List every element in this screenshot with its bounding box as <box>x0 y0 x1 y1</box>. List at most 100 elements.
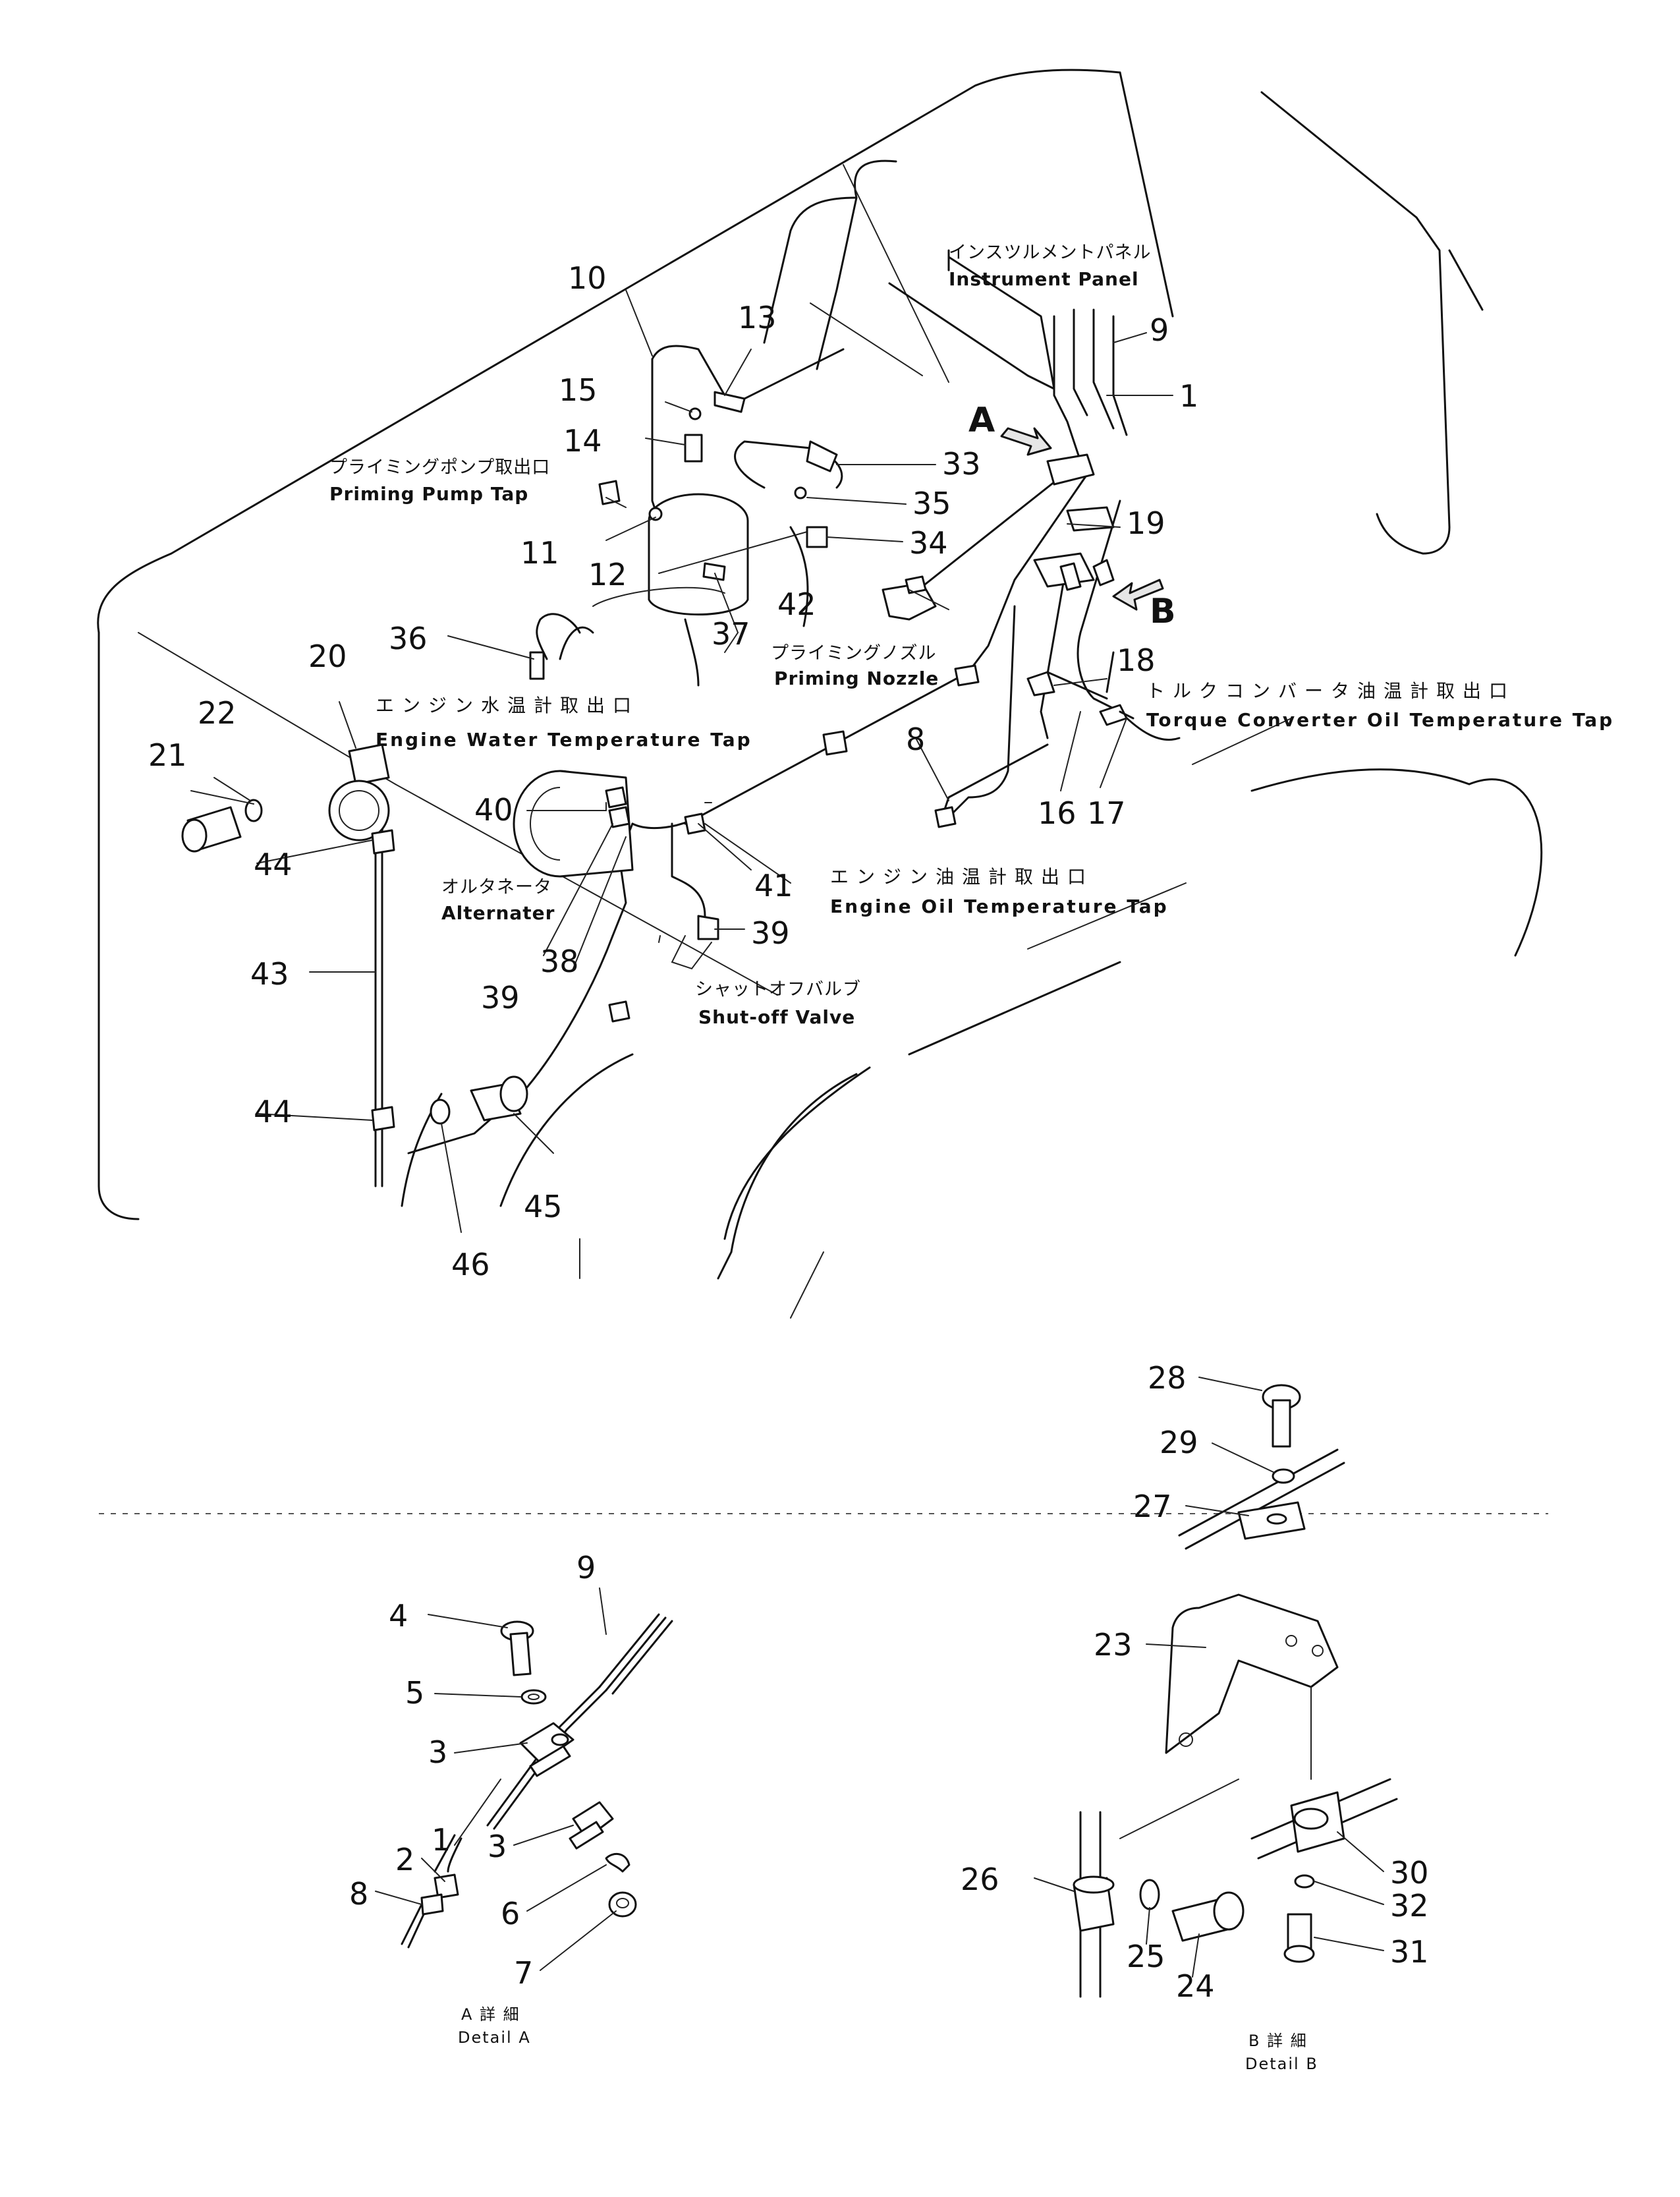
part-number-32: 32 <box>1390 1888 1429 1924</box>
part-number-3-lower: 3 <box>488 1829 507 1864</box>
label-view-a: A <box>968 401 995 440</box>
part-41-joint <box>684 813 706 835</box>
part-number-21: 21 <box>148 737 187 773</box>
part-36-wire <box>536 613 581 660</box>
label-shutoff-valve-jp: シャットオフバルブ <box>695 979 861 1000</box>
part-number-41: 41 <box>754 868 793 903</box>
part-18-clamp <box>1026 671 1055 697</box>
part-number-42: 42 <box>777 586 816 622</box>
part-number-27: 27 <box>1133 1489 1172 1524</box>
part-42-fitting <box>905 575 927 594</box>
part-number-23: 23 <box>1094 1627 1133 1663</box>
part-number-6: 6 <box>501 1896 520 1931</box>
part-number-20: 20 <box>308 639 347 674</box>
part-number-9: 9 <box>1150 312 1169 348</box>
main-bracket-inner <box>1059 562 1082 591</box>
machine-body-outline <box>97 69 1543 1319</box>
part-33-clamp <box>806 440 838 472</box>
part-number-31: 31 <box>1390 1934 1429 1970</box>
detail-b-drawing <box>1073 1384 1398 1998</box>
part-number-33: 33 <box>942 446 981 482</box>
label-alternator-en: Alternater <box>441 902 555 924</box>
part-21-bolt-head <box>181 818 208 853</box>
part-number-38: 38 <box>540 944 579 979</box>
part-number-4: 4 <box>389 1598 408 1634</box>
shutoff-valve-lever <box>671 935 712 970</box>
part-number-8: 8 <box>906 722 925 757</box>
label-torque-converter-en: Torque Converter Oil Temperature Tap <box>1146 709 1614 731</box>
part-number-39-left: 39 <box>481 980 520 1015</box>
gauge-tubes <box>374 249 1181 1187</box>
label-engine-water-temp-jp: エンジン水温計取出口 <box>376 695 639 716</box>
label-engine-water-temp-en: Engine Water Temperature Tap <box>376 729 752 751</box>
part-44-clamp-upper <box>371 829 395 855</box>
part-number-40: 40 <box>474 792 513 828</box>
part-number-16: 16 <box>1038 795 1077 831</box>
line-clamp-1 <box>954 664 980 687</box>
part-number-36: 36 <box>389 621 428 656</box>
part-number-15: 15 <box>559 372 598 408</box>
label-shutoff-valve-en: Shut-off Valve <box>698 1006 855 1028</box>
label-priming-nozzle-en: Priming Nozzle <box>774 668 939 689</box>
part-46-washer <box>430 1098 451 1125</box>
part-35-washer <box>794 486 807 499</box>
part-number-1: 1 <box>1179 378 1198 414</box>
part-34-nut <box>806 526 828 548</box>
part-22-washer <box>244 799 263 822</box>
part-number-44-lower: 44 <box>254 1094 293 1129</box>
detail-a-leaders <box>375 1587 617 1971</box>
part-number-46: 46 <box>451 1247 490 1282</box>
part-19-block-mid <box>1066 506 1115 532</box>
part-20-horn <box>328 780 390 842</box>
part-number-18: 18 <box>1117 642 1156 678</box>
part-number-43: 43 <box>250 956 289 992</box>
part-number-37: 37 <box>712 616 750 652</box>
part-13-clamp <box>714 391 746 413</box>
part-number-labels: 10 13 15 14 11 12 9 1 33 35 34 19 42 37 … <box>148 260 1429 2004</box>
part-11-fitting <box>598 480 621 505</box>
part-number-5: 5 <box>405 1675 424 1711</box>
part-number-25: 25 <box>1127 1939 1165 1974</box>
part-15-washer <box>688 407 702 420</box>
part-number-12: 12 <box>588 557 627 592</box>
part-20-horn-inner <box>339 790 379 831</box>
part-number-28: 28 <box>1148 1360 1187 1396</box>
part-number-29: 29 <box>1160 1425 1198 1460</box>
label-torque-converter-jp: トルクコンバータ油温計取出口 <box>1146 680 1515 702</box>
line-clamp-2 <box>822 730 848 756</box>
main-bracket-clip <box>1092 559 1115 586</box>
part-number-26: 26 <box>961 1862 999 1897</box>
part-number-35: 35 <box>912 486 951 521</box>
shutoff-valve-body <box>697 915 719 940</box>
part-8-tube <box>941 743 1049 818</box>
label-priming-pump-tap-en: Priming Pump Tap <box>329 483 528 505</box>
part-number-24: 24 <box>1176 1968 1215 2004</box>
part-12-washer <box>648 507 663 521</box>
part-number-13: 13 <box>738 300 777 335</box>
view-a-arrow <box>1000 427 1052 456</box>
part-number-9-detail: 9 <box>576 1550 596 1585</box>
part-44-clamp-lower <box>371 1106 395 1131</box>
part-33-hose <box>734 440 843 489</box>
part-number-11: 11 <box>520 535 559 571</box>
label-view-b: B <box>1150 592 1176 631</box>
part-45-bolt-head <box>499 1075 528 1112</box>
part-8-fitting <box>934 806 957 828</box>
part-17-tip <box>1119 710 1134 720</box>
part-37-clamp <box>702 562 726 581</box>
label-detail-a-jp: A 詳 細 <box>461 2005 520 2024</box>
label-engine-oil-temp-en: Engine Oil Temperature Tap <box>830 896 1169 917</box>
part-number-14: 14 <box>563 423 602 459</box>
part-number-44-upper: 44 <box>254 847 293 882</box>
part-number-45: 45 <box>524 1189 563 1224</box>
detail-b-leaders <box>1034 1377 1384 1978</box>
part-number-39-right: 39 <box>751 915 790 951</box>
label-instrument-panel-jp: インスツルメントパネル <box>949 243 1151 263</box>
callout-labels: インスツルメントパネル Instrument Panel プライミングポンプ取出… <box>329 243 1614 2073</box>
label-engine-oil-temp-jp: エンジン油温計取出口 <box>830 866 1094 888</box>
part-number-7: 7 <box>514 1955 533 1991</box>
part-number-17: 17 <box>1087 795 1126 831</box>
leader-lines-main <box>190 289 1173 1233</box>
part-19-block-upper <box>1046 453 1095 486</box>
